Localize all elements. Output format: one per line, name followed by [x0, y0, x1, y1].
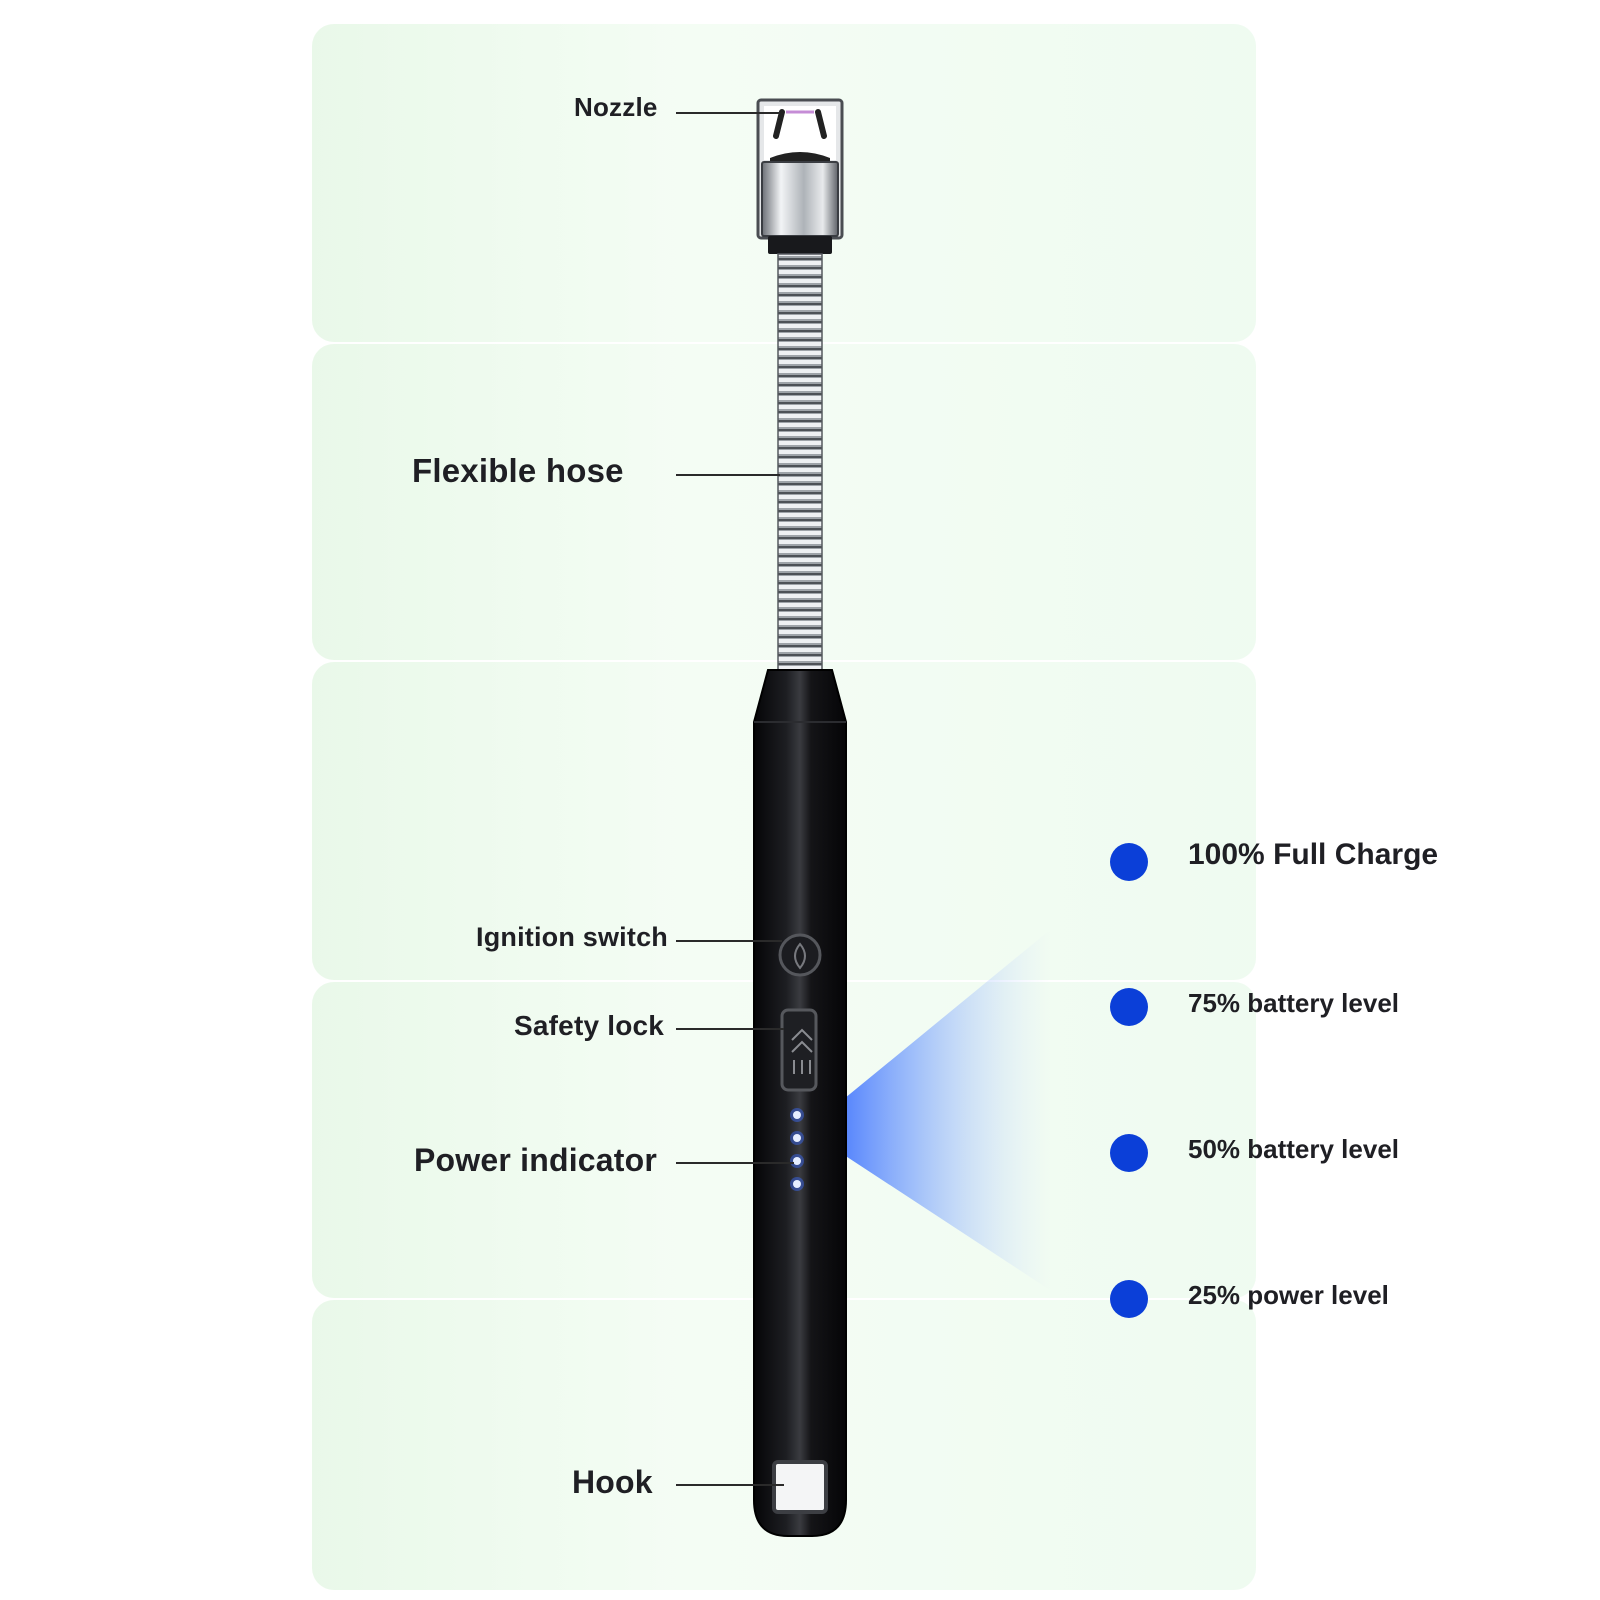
callout-power-indicator-label: Power indicator — [414, 1142, 658, 1178]
callout-safety-lock-line — [676, 1028, 784, 1030]
ignition-switch — [778, 933, 822, 977]
callout-flexible-hose-label: Flexible hose — [412, 452, 624, 489]
callout-nozzle-label: Nozzle — [574, 92, 658, 122]
legend-label-50: 50% battery level — [1188, 1134, 1400, 1164]
power-indicator-led — [793, 1111, 801, 1119]
callout-ignition-switch-label: Ignition switch — [476, 922, 668, 952]
power-indicator-led — [793, 1157, 801, 1165]
power-indicator-leds — [790, 1108, 804, 1191]
legend-label-75: 75% battery level — [1188, 988, 1400, 1018]
callout-safety-lock-label: Safety lock — [514, 1010, 665, 1041]
indicator-light-beam — [806, 930, 1050, 1290]
legend-dot-75 — [1110, 988, 1148, 1026]
legend-label-100: 100% Full Charge — [1188, 838, 1439, 871]
power-indicator-led — [793, 1134, 801, 1142]
callout-ignition-switch-line — [676, 940, 782, 942]
power-indicator-led — [793, 1180, 801, 1188]
nozzle-head — [756, 98, 844, 254]
callout-power-indicator-line — [676, 1162, 794, 1164]
callout-flexible-hose-line — [676, 474, 780, 476]
legend-dot-100 — [1110, 843, 1148, 881]
legend-label-25: 25% power level — [1188, 1280, 1389, 1310]
lighter-body — [753, 669, 847, 1537]
safety-lock-slider — [780, 1008, 818, 1092]
callout-nozzle-line — [676, 112, 780, 114]
legend-dot-50 — [1110, 1134, 1148, 1172]
callout-hook-line — [676, 1484, 784, 1486]
legend-dot-25 — [1110, 1280, 1148, 1318]
hanging-hook — [772, 1460, 828, 1514]
callout-hook-label: Hook — [572, 1464, 653, 1500]
flexible-hose — [777, 253, 823, 673]
